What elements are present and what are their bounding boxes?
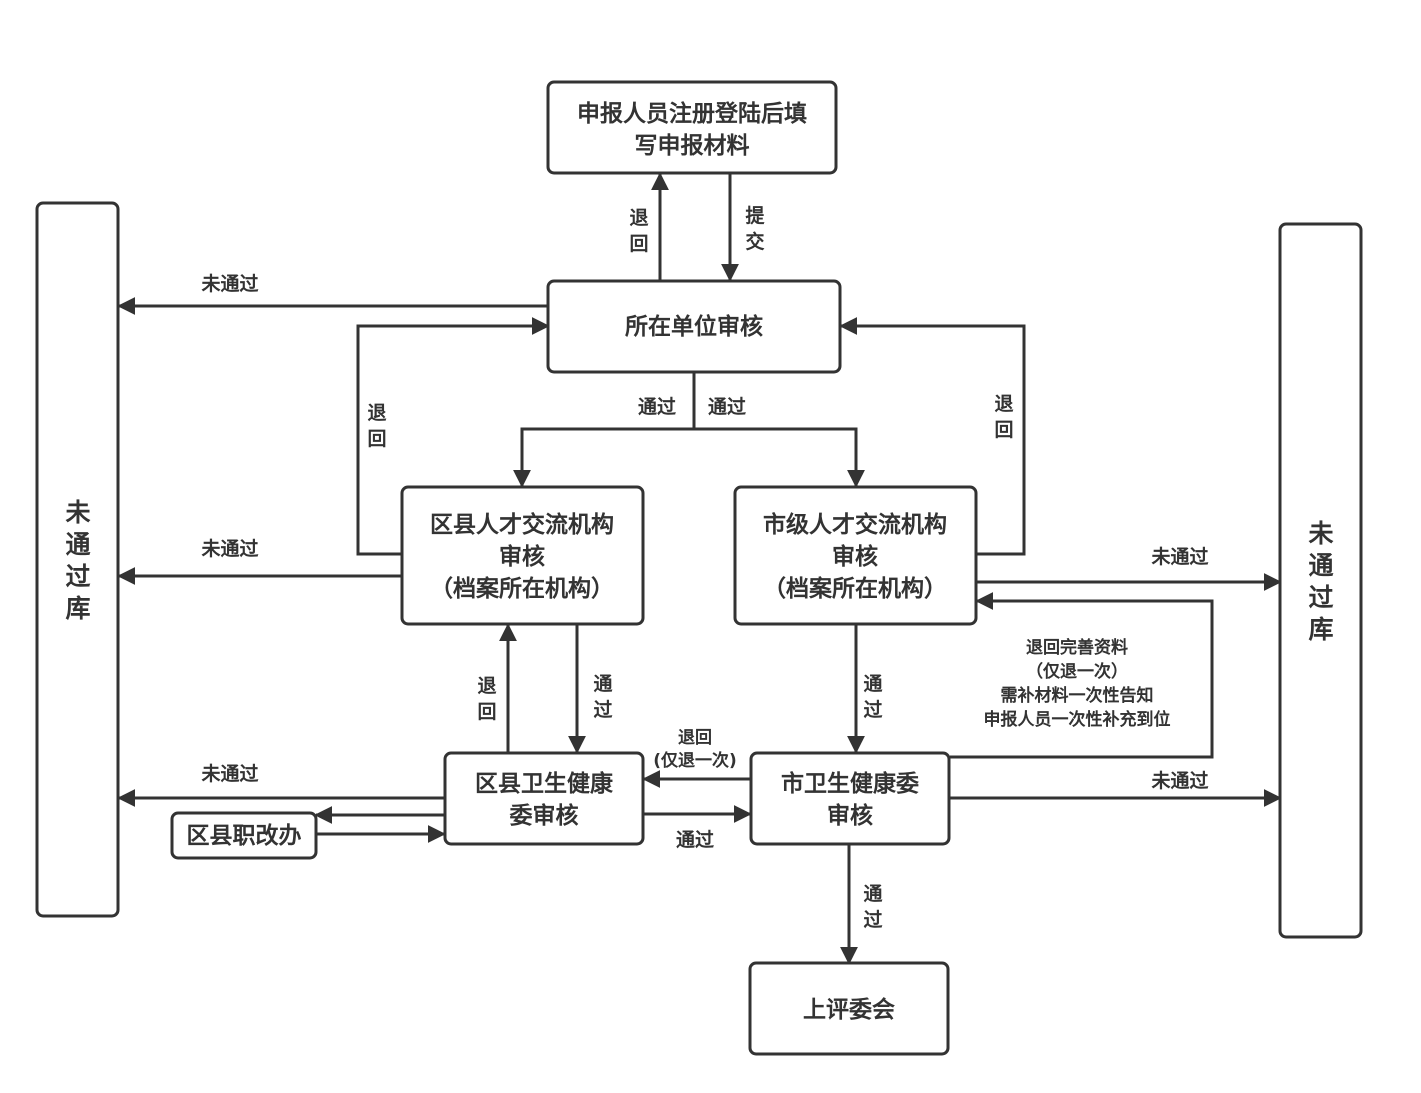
label-return-left-loop-1: 退: [367, 402, 386, 424]
node-city-health-line-1: 市卫生健康委: [781, 770, 919, 797]
node-district-talent-line-1: 区县人才交流机构: [430, 511, 614, 538]
node-reject-pool-left: 未 通 过 库: [35, 201, 120, 918]
reject-pool-right-char-3: 过: [1308, 583, 1333, 612]
label-district-health-fail: 未通过: [200, 762, 258, 785]
label-unit-pass-right: 通过: [708, 396, 746, 418]
label-return-left-loop-2: 回: [367, 428, 386, 450]
reject-pool-right-char-4: 库: [1308, 615, 1333, 644]
node-committee: 上评委会: [748, 961, 950, 1056]
label-submit-1: 提: [745, 204, 765, 227]
label-district-health-return-1: 退: [477, 675, 496, 697]
edge-unit-pass-right: [694, 427, 865, 488]
reject-pool-right-char-1: 未: [1308, 519, 1333, 548]
label-city-health-pass-1: 通: [863, 883, 883, 905]
label-return-right-loop-1: 退: [994, 393, 1013, 415]
node-city-talent-line-3: （档案所在机构）: [763, 575, 947, 602]
node-district-talent: 区县人才交流机构 审核 （档案所在机构）: [400, 485, 645, 626]
label-city-talent-pass-1: 通: [863, 673, 883, 695]
node-district-title-office-label: 区县职改办: [187, 823, 302, 849]
label-unit-fail: 未通过: [200, 272, 258, 295]
label-return-once-2: (仅退一次): [653, 750, 737, 771]
label-city-health-pass-2: 过: [863, 909, 882, 931]
node-district-talent-line-2: 审核: [499, 543, 545, 570]
label-district-talent-pass-2: 过: [593, 699, 612, 721]
label-submit-2: 交: [745, 230, 764, 253]
node-apply-line-2: 写申报材料: [635, 132, 750, 159]
node-city-health: 市卫生健康委 审核: [749, 751, 951, 846]
node-district-health: 区县卫生健康 委审核: [443, 751, 645, 846]
node-city-talent-line-2: 审核: [832, 543, 878, 570]
label-district-talent-fail: 未通过: [200, 537, 258, 560]
label-return-supplement-2: （仅退一次）: [1026, 661, 1128, 682]
label-unit-pass-left: 通过: [638, 396, 676, 418]
label-return-supplement-3: 需补材料一次性告知: [1001, 685, 1154, 706]
reject-pool-right-char-2: 通: [1308, 551, 1333, 580]
node-unit-review-label: 所在单位审核: [625, 313, 763, 340]
reject-pool-left-char-4: 库: [65, 594, 90, 623]
node-reject-pool-right: 未 通 过 库: [1278, 222, 1363, 939]
node-city-health-line-2: 审核: [827, 802, 873, 829]
node-apply-line-1: 申报人员注册登陆后填: [577, 100, 807, 127]
reject-pool-left-char-1: 未: [65, 498, 90, 527]
label-district-health-pass: 通过: [676, 829, 714, 851]
edges: [117, 172, 1282, 965]
edge-city-health-return-supplement: [950, 592, 1214, 759]
node-city-talent: 市级人才交流机构 审核 （档案所在机构）: [733, 485, 978, 626]
label-return-top-2: 回: [629, 233, 648, 255]
reject-pool-left-char-3: 过: [65, 562, 90, 591]
label-return-once-1: 退回: [678, 728, 712, 748]
edge-unit-pass-left: [513, 427, 694, 488]
label-city-talent-fail: 未通过: [1150, 545, 1208, 568]
edge-city-talent-return: [839, 317, 1026, 556]
node-city-talent-line-1: 市级人才交流机构: [763, 511, 947, 538]
node-district-health-line-1: 区县卫生健康: [475, 770, 614, 797]
label-district-talent-pass-1: 通: [593, 673, 613, 695]
node-district-title-office: 区县职改办: [170, 811, 318, 860]
reject-pool-left-char-2: 通: [65, 530, 90, 559]
label-return-top-1: 退: [629, 207, 648, 229]
node-committee-label: 上评委会: [803, 996, 895, 1023]
node-unit-review: 所在单位审核: [546, 279, 842, 374]
node-district-health-line-2: 委审核: [509, 802, 579, 829]
label-city-talent-pass-2: 过: [863, 699, 882, 721]
node-district-talent-line-3: （档案所在机构）: [430, 575, 614, 602]
label-city-health-fail: 未通过: [1150, 769, 1208, 792]
label-return-supplement-1: 退回完善资料: [1026, 637, 1128, 658]
edge-district-talent-return: [356, 317, 550, 556]
node-apply: 申报人员注册登陆后填 写申报材料: [546, 80, 838, 175]
edge-labels: 退 回 提 交 未通过 通过 通过 退 回 退 回 未通过 未通过 退 回 通 …: [200, 204, 1208, 931]
label-return-right-loop-2: 回: [994, 419, 1013, 441]
label-district-health-return-2: 回: [477, 701, 496, 723]
label-return-supplement-4: 申报人员一次性补充到位: [984, 709, 1171, 730]
